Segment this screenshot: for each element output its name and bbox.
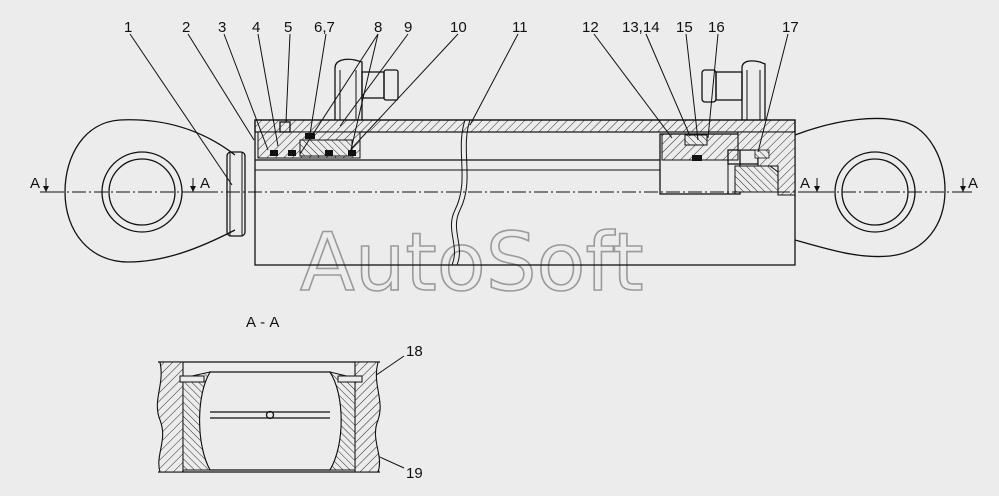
callout-2: 2 — [182, 19, 190, 36]
section-mark-right-outer: A — [968, 175, 978, 192]
callout-16: 16 — [708, 19, 725, 36]
port-right — [701, 60, 766, 120]
section-view-a-a — [156, 361, 381, 473]
callout-19: 19 — [406, 465, 423, 482]
section-mark-right-inner: A — [800, 175, 810, 192]
callout-10: 10 — [450, 19, 467, 36]
callout-6-7: 6,7 — [314, 19, 335, 36]
callout-3: 3 — [218, 19, 226, 36]
callout-15: 15 — [676, 19, 693, 36]
leader-lines — [129, 33, 789, 469]
rod-neck — [226, 151, 246, 237]
callout-4: 4 — [252, 19, 260, 36]
watermark: AutoSoft — [300, 216, 644, 309]
section-mark-left-inner: A — [200, 175, 210, 192]
callout-8: 8 — [374, 19, 382, 36]
section-view-title: А - А — [246, 314, 279, 331]
cylinder-barrel — [254, 119, 796, 266]
callout-5: 5 — [284, 19, 292, 36]
port-left — [334, 58, 399, 120]
callout-18: 18 — [406, 343, 423, 360]
callout-11: 11 — [512, 19, 528, 36]
section-marks: A A A A — [30, 175, 978, 193]
callout-13-14: 13,14 — [622, 19, 660, 36]
callout-9: 9 — [404, 19, 412, 36]
callout-12: 12 — [582, 19, 599, 36]
section-mark-left-outer: A — [30, 175, 40, 192]
callout-1: 1 — [124, 19, 132, 36]
callout-17: 17 — [782, 19, 799, 36]
